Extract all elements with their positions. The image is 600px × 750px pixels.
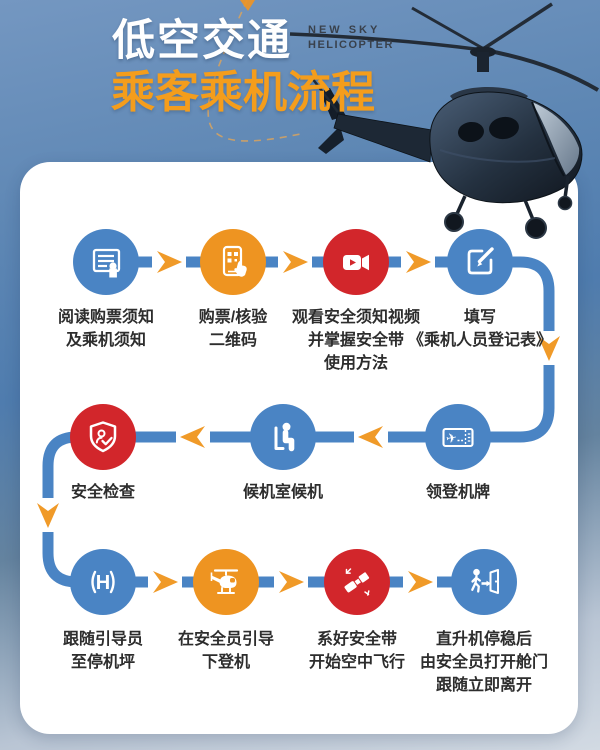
step-11-circle	[451, 549, 517, 615]
security-shield-icon	[89, 421, 117, 453]
svg-text:H: H	[96, 572, 110, 594]
phone-qr-icon	[222, 245, 247, 277]
svg-text:✈: ✈	[445, 430, 458, 447]
step-4-label: 填写《乘机人员登记表》	[407, 309, 552, 349]
flow-arrow	[403, 568, 437, 596]
step-1-label: 阅读购票须知及乘机须知	[57, 309, 154, 349]
video-icon	[343, 254, 369, 271]
step-8-label: 跟随引导员至停机坪	[62, 631, 143, 671]
helipad-icon: H	[91, 570, 115, 594]
helicopter-image	[289, 2, 600, 239]
flow-arrow	[278, 248, 312, 276]
step-11-label: 直升机停稳后由安全员打开舱门跟随立即离开	[419, 631, 548, 694]
step-9-label: 在安全员引导下登机	[177, 631, 274, 671]
flow-arrow	[148, 568, 182, 596]
flow-arrow	[354, 423, 388, 451]
step-2-label: 购票/核验二维码	[198, 309, 268, 349]
boarding-pass-icon: ✈	[442, 427, 474, 448]
helicopter-icon	[210, 569, 239, 594]
step-3-label: 观看安全须知视频并掌握安全带使用方法	[291, 309, 420, 372]
flow-arrow	[274, 568, 308, 596]
step-6-circle	[250, 404, 316, 470]
flow-arrow	[34, 498, 62, 532]
step-6-label: 候机室候机	[242, 484, 323, 501]
step-10-label: 系好安全带开始空中飞行	[308, 631, 405, 671]
step-8-circle: H	[70, 549, 136, 615]
step-5-label: 领登机牌	[425, 484, 490, 501]
flow-arrow	[152, 248, 186, 276]
seatbelt-icon	[344, 568, 370, 596]
step-10-circle	[324, 549, 390, 615]
step-4-circle	[447, 229, 513, 295]
flow-arrow	[176, 423, 210, 451]
step-9-circle	[193, 549, 259, 615]
step-1-circle	[73, 229, 139, 295]
step-7-circle	[70, 404, 136, 470]
flow-arrow	[535, 331, 563, 365]
step-5-circle: ✈	[425, 404, 491, 470]
step-2-circle	[200, 229, 266, 295]
step-7-label: 安全检查	[70, 484, 135, 501]
flow-arrow	[401, 248, 435, 276]
flight-path-decoration	[207, 0, 306, 142]
step-3-circle	[323, 229, 389, 295]
edit-form-icon	[467, 247, 494, 275]
document-notice-icon	[92, 248, 121, 278]
exit-door-icon	[471, 568, 499, 594]
seated-person-icon	[274, 422, 295, 452]
